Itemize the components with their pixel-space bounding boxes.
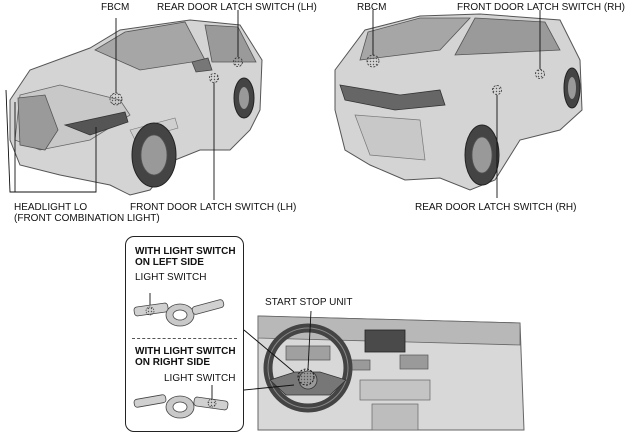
leader-lines [5, 10, 541, 200]
rear-latch-lh-label: REAR DOOR LATCH SWITCH (LH) [157, 2, 317, 13]
inset-left-light-switch: LIGHT SWITCH [135, 272, 207, 283]
right-side-switch-illustration [133, 385, 229, 419]
interior-illustration [257, 315, 525, 431]
light-switch-inset: WITH LIGHT SWITCH ON LEFT SIDE LIGHT SWI… [125, 236, 244, 432]
front-latch-lh-marker [209, 73, 219, 83]
front-latch-rh-marker [535, 69, 545, 79]
inset-right-title-1: WITH LIGHT SWITCH [135, 346, 236, 357]
front-latch-rh-label: FRONT DOOR LATCH SWITCH (RH) [457, 2, 625, 13]
inset-pointer-top [243, 329, 295, 373]
rear-latch-rh-marker [492, 85, 502, 95]
start-stop-unit-marker [297, 368, 315, 386]
inset-pointer-bottom [243, 384, 295, 391]
front-car-illustration [9, 19, 263, 196]
inset-right-light-switch: LIGHT SWITCH [164, 373, 236, 384]
rbcm-label: RBCM [357, 2, 387, 13]
start-stop-leader [307, 310, 312, 370]
rear-latch-rh-label: REAR DOOR LATCH SWITCH (RH) [415, 202, 577, 213]
inset-right-title-2: ON RIGHT SIDE [135, 357, 211, 368]
inset-divider [132, 338, 237, 339]
rear-latch-lh-marker [233, 57, 243, 67]
inset-left-title-2: ON LEFT SIDE [135, 257, 204, 268]
rear-car-illustration [334, 13, 583, 191]
fbcm-marker [109, 92, 123, 106]
rbcm-marker [366, 54, 380, 68]
fbcm-label: FBCM [101, 2, 130, 13]
headlight-label-line1: HEADLIGHT LO [14, 202, 88, 213]
start-stop-unit-label: START STOP UNIT [265, 297, 353, 308]
inset-left-title-1: WITH LIGHT SWITCH [135, 246, 236, 257]
left-side-switch-illustration [133, 293, 225, 327]
headlight-label-line2: (FRONT COMBINATION LIGHT) [14, 213, 160, 224]
front-latch-lh-label: FRONT DOOR LATCH SWITCH (LH) [130, 202, 297, 213]
